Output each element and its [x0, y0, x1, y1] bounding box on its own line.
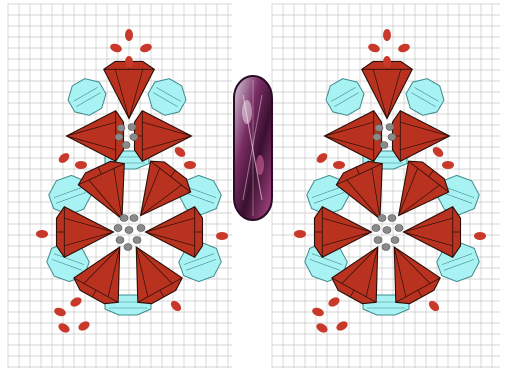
seed-bead: [114, 225, 122, 232]
small-bead: [442, 161, 454, 169]
crystal-bead: [63, 73, 111, 120]
small-bead: [53, 306, 67, 318]
seed-bead: [378, 215, 386, 222]
small-bead: [125, 56, 133, 68]
seed-bead: [120, 215, 128, 222]
seed-bead: [383, 227, 391, 234]
seed-bead: [137, 225, 145, 232]
small-bead: [311, 306, 325, 318]
seed-bead: [130, 215, 138, 222]
seed-bead: [388, 215, 396, 222]
seed-bead: [374, 237, 382, 244]
stone-highlight: [242, 100, 252, 124]
seed-bead: [128, 124, 136, 131]
center-stone: [234, 76, 272, 220]
seed-bead: [373, 134, 381, 141]
small-bead: [367, 42, 381, 54]
small-bead: [57, 322, 71, 335]
small-bead: [327, 296, 341, 309]
bicone-bead: [403, 207, 460, 258]
small-bead: [125, 29, 133, 41]
seed-bead: [382, 244, 390, 251]
small-bead: [77, 320, 91, 333]
seed-bead: [391, 237, 399, 244]
small-bead: [75, 161, 87, 169]
small-bead: [184, 161, 196, 169]
small-bead: [69, 296, 83, 309]
small-bead: [109, 42, 123, 54]
small-bead: [216, 232, 228, 240]
earring-right: [294, 29, 486, 334]
bicone-bead: [145, 207, 202, 258]
seed-bead: [133, 237, 141, 244]
small-bead: [294, 230, 306, 238]
stone-highlight: [256, 155, 264, 175]
seed-bead: [125, 227, 133, 234]
seed-bead: [375, 125, 383, 132]
small-bead: [474, 232, 486, 240]
seed-bead: [130, 134, 138, 141]
seed-bead: [115, 134, 123, 141]
small-bead: [383, 56, 391, 68]
seed-bead: [122, 142, 130, 149]
seed-bead: [117, 125, 125, 132]
small-bead: [333, 161, 345, 169]
earring-left: [36, 29, 228, 334]
seed-bead: [388, 134, 396, 141]
seed-bead: [380, 142, 388, 149]
seed-bead: [372, 225, 380, 232]
bicone-bead: [362, 61, 413, 118]
bicone-bead: [314, 207, 371, 258]
small-bead: [36, 230, 48, 238]
small-bead: [335, 320, 349, 333]
crystal-bead: [321, 73, 369, 120]
small-bead: [383, 29, 391, 41]
bicone-bead: [104, 61, 155, 118]
seed-bead: [395, 225, 403, 232]
crystal-bead: [401, 73, 449, 120]
seed-bead: [386, 124, 394, 131]
seed-bead: [124, 244, 132, 251]
small-bead: [397, 42, 411, 54]
seed-bead: [116, 237, 124, 244]
